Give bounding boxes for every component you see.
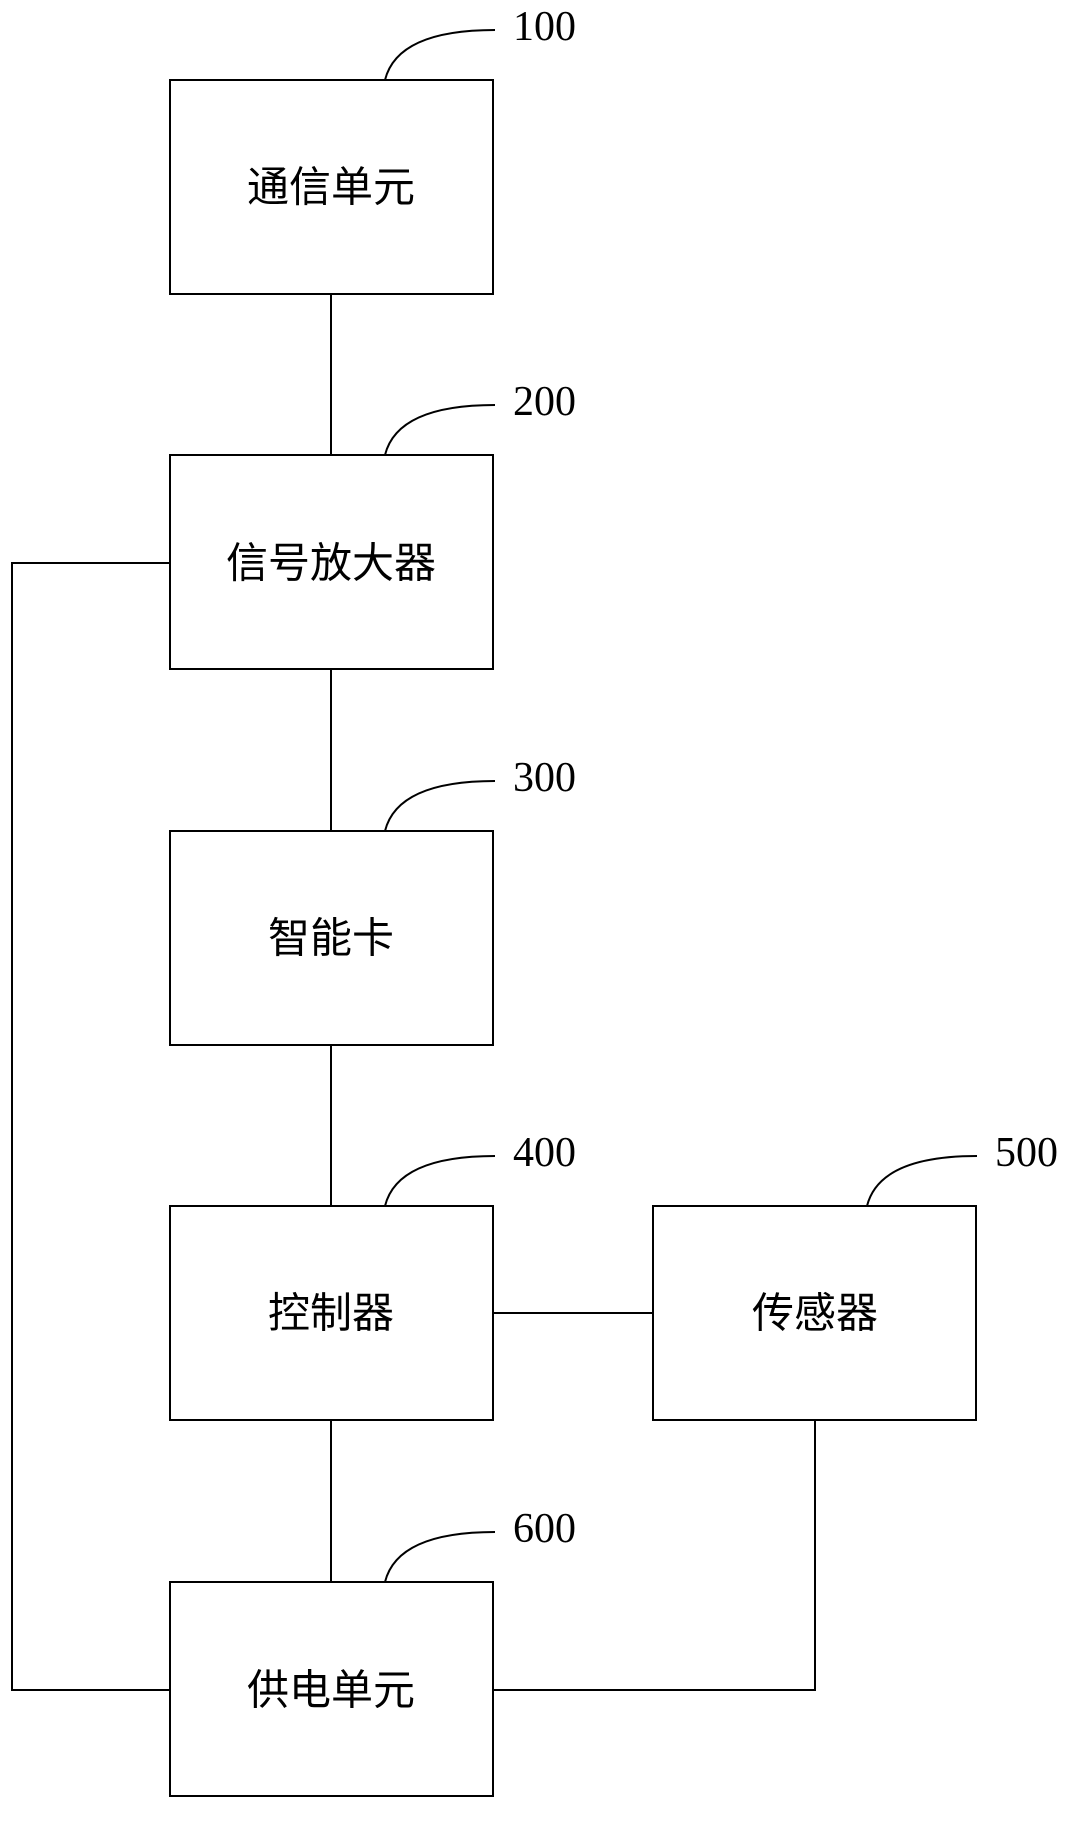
signal-amplifier-label: 信号放大器 [226,539,436,588]
leader-300 [385,781,495,831]
leader-400 [385,1156,495,1206]
communication-unit-ref: 100 [513,4,576,50]
communication-unit-label: 通信单元 [247,163,415,212]
power-supply-unit-ref: 600 [513,1506,576,1552]
controller-ref: 400 [513,1130,576,1176]
sensor-block: 传感器 500 [653,1130,1058,1420]
signal-amplifier-block: 信号放大器 200 [170,379,576,669]
controller-block: 控制器 400 [170,1130,576,1420]
power-supply-unit-label: 供电单元 [247,1666,415,1715]
sensor-ref: 500 [995,1130,1058,1176]
signal-amplifier-ref: 200 [513,379,576,425]
wire-sensor-to-power-supply [493,1420,815,1690]
leader-500 [867,1156,977,1206]
leader-100 [385,30,495,80]
communication-unit-block: 通信单元 100 [170,4,576,294]
smart-card-label: 智能卡 [268,914,394,963]
leader-600 [385,1532,495,1582]
sensor-label: 传感器 [752,1289,878,1338]
controller-label: 控制器 [268,1289,394,1338]
smart-card-block: 智能卡 300 [170,755,576,1045]
wire-amplifier-to-power-supply [12,563,170,1690]
leader-200 [385,405,495,455]
power-supply-unit-block: 供电单元 600 [170,1506,576,1796]
smart-card-ref: 300 [513,755,576,801]
